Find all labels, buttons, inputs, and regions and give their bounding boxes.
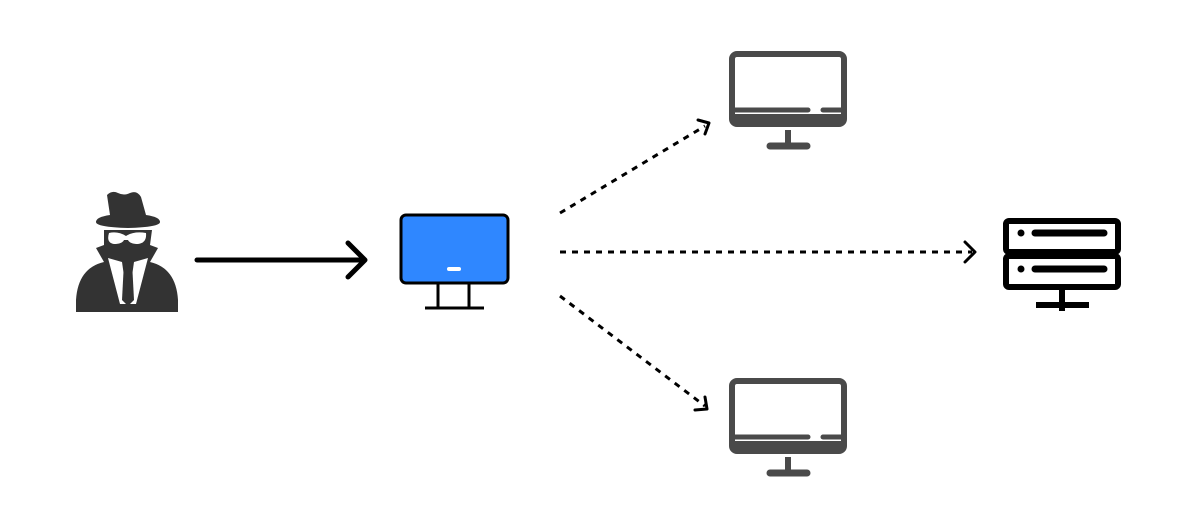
- server-icon: [1003, 218, 1121, 311]
- solid-arrow: [194, 240, 368, 280]
- compromised-monitor-icon: [399, 213, 510, 310]
- target-monitor-bottom-icon: [729, 378, 847, 477]
- spy-icon: [76, 191, 178, 312]
- dashed-arrow-top: [559, 124, 706, 215]
- arrow-heads: [693, 118, 977, 412]
- dashed-arrow-bottom: [559, 294, 706, 408]
- dashed-arrows: [559, 124, 972, 408]
- target-monitor-top-icon: [729, 51, 847, 150]
